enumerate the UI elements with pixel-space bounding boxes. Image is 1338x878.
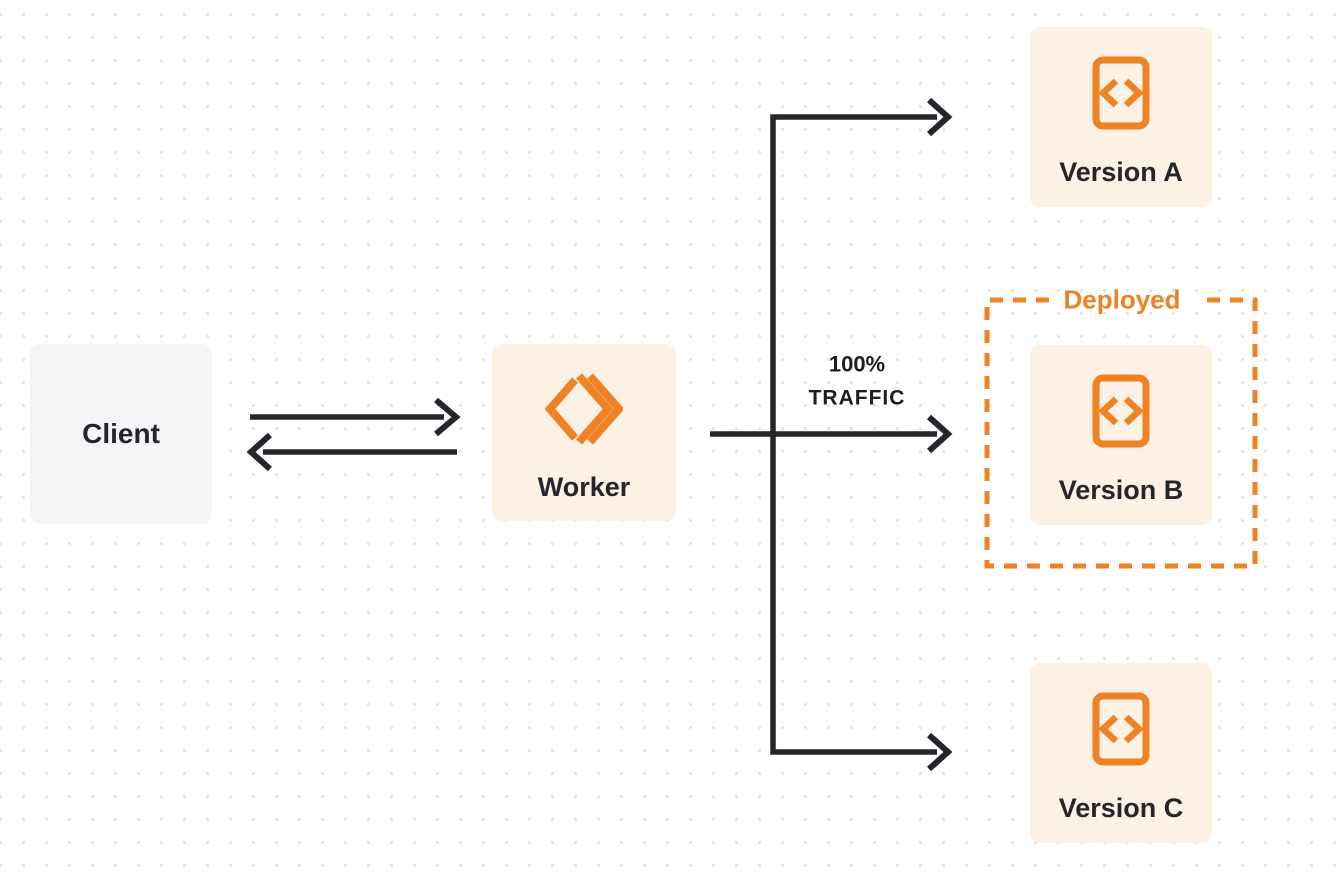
- version-a-node: Version A: [1030, 27, 1212, 207]
- client-node: Client: [30, 344, 212, 524]
- traffic-annotation: 100% TRAFFIC: [808, 351, 906, 410]
- deployed-label: Deployed: [1063, 284, 1181, 315]
- client-label: Client: [82, 417, 160, 449]
- workers-logo-icon: [545, 373, 623, 445]
- branch-trunk-line: [770, 97, 953, 772]
- code-file-icon: [1092, 374, 1150, 448]
- traffic-percent-text: 100%: [828, 351, 886, 377]
- worker-to-version-b-arrow: [710, 414, 953, 454]
- traffic-word-text: TRAFFIC: [808, 386, 906, 410]
- version-a-label: Version A: [1059, 157, 1183, 187]
- version-b-label: Version B: [1058, 475, 1184, 505]
- version-b-node: Version B: [1030, 345, 1212, 525]
- worker-node: Worker: [492, 344, 676, 521]
- version-c-node: Version C: [1030, 663, 1212, 843]
- worker-to-client-arrow: [246, 432, 457, 472]
- code-file-icon: [1092, 56, 1150, 130]
- client-to-worker-arrow: [250, 397, 461, 437]
- code-file-icon: [1092, 692, 1150, 766]
- version-c-label: Version C: [1058, 793, 1184, 823]
- worker-label: Worker: [537, 472, 631, 502]
